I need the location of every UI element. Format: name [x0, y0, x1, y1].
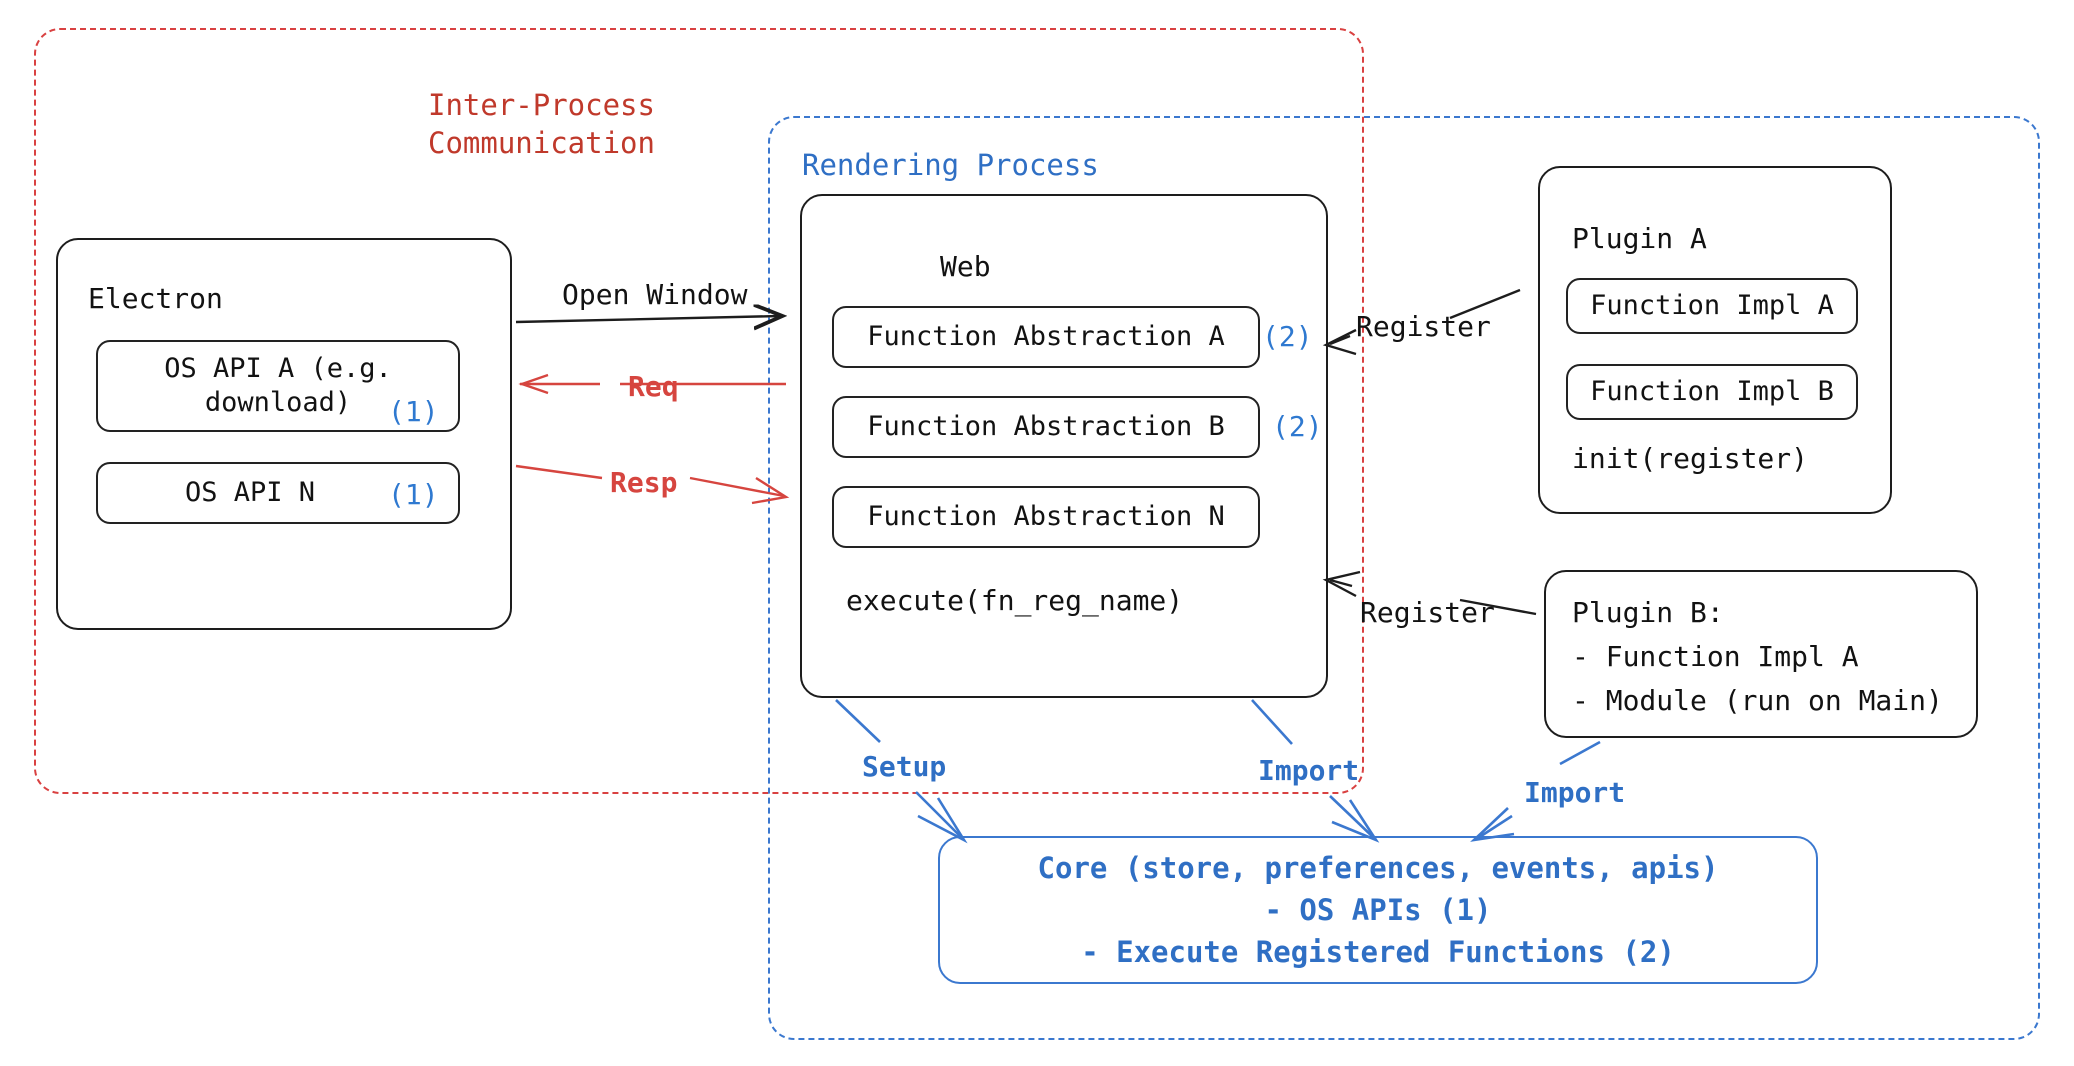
function-impl-b-box: Function Impl B — [1566, 364, 1858, 420]
region-inter-process-communication — [34, 28, 1364, 794]
os-api-n-marker: (1) — [388, 478, 439, 511]
web-title: Web — [940, 250, 991, 283]
electron-box — [56, 238, 512, 630]
core-line-execute: - Execute Registered Functions (2) — [1081, 935, 1675, 970]
web-execute-label: execute(fn_reg_name) — [846, 584, 1184, 617]
arrow-label-register-plugin-b: Register — [1360, 596, 1495, 629]
os-api-n-label: OS API N — [184, 477, 316, 509]
os-api-a-marker: (1) — [388, 395, 439, 428]
function-impl-a-box: Function Impl A — [1566, 278, 1858, 334]
plugin-a-box — [1538, 166, 1892, 514]
region-label-rendering-process: Rendering Process — [802, 148, 1099, 182]
core-line-main: Core (store, preferences, events, apis) — [1037, 850, 1719, 885]
function-impl-a-label: Function Impl A — [1590, 290, 1834, 322]
plugin-b-item-module: - Module (run on Main) — [1572, 684, 1943, 717]
region-label-ipc: Inter-Process Communication — [428, 88, 655, 161]
arrow-label-open-window: Open Window — [562, 278, 748, 311]
os-api-n-box: OS API N — [96, 462, 460, 524]
arrow-label-setup: Setup — [862, 750, 947, 783]
arrow-label-import-plugin-b: Import — [1524, 776, 1626, 809]
arrow-label-resp: Resp — [610, 466, 678, 499]
function-abstraction-b-marker: (2) — [1272, 410, 1323, 443]
core-box: Core (store, preferences, events, apis) … — [938, 836, 1818, 984]
function-abstraction-a-box: Function Abstraction A — [832, 306, 1260, 368]
function-abstraction-b-label: Function Abstraction B — [867, 411, 1225, 443]
function-abstraction-a-marker: (2) — [1262, 320, 1313, 353]
electron-title: Electron — [88, 282, 223, 315]
os-api-a-label: OS API A (e.g. download) — [164, 353, 392, 418]
plugin-b-title: Plugin B: — [1572, 596, 1724, 629]
arrow-label-register-plugin-a: Register — [1356, 310, 1491, 343]
core-line-os-apis: - OS APIs (1) — [1264, 892, 1492, 927]
function-abstraction-a-label: Function Abstraction A — [867, 321, 1225, 353]
function-abstraction-b-box: Function Abstraction B — [832, 396, 1260, 458]
arrow-label-import-web: Import — [1258, 754, 1360, 787]
plugin-a-title: Plugin A — [1572, 222, 1707, 255]
plugin-b-item-function-impl-a: - Function Impl A — [1572, 640, 1859, 673]
function-abstraction-n-label: Function Abstraction N — [867, 501, 1225, 533]
plugin-b-box — [1544, 570, 1978, 738]
function-impl-b-label: Function Impl B — [1590, 376, 1834, 408]
region-rendering-process — [768, 116, 2040, 1040]
plugin-a-init-label: init(register) — [1572, 442, 1809, 475]
os-api-a-box: OS API A (e.g. download) — [96, 340, 460, 432]
arrow-label-req: Req — [628, 370, 679, 403]
function-abstraction-n-box: Function Abstraction N — [832, 486, 1260, 548]
